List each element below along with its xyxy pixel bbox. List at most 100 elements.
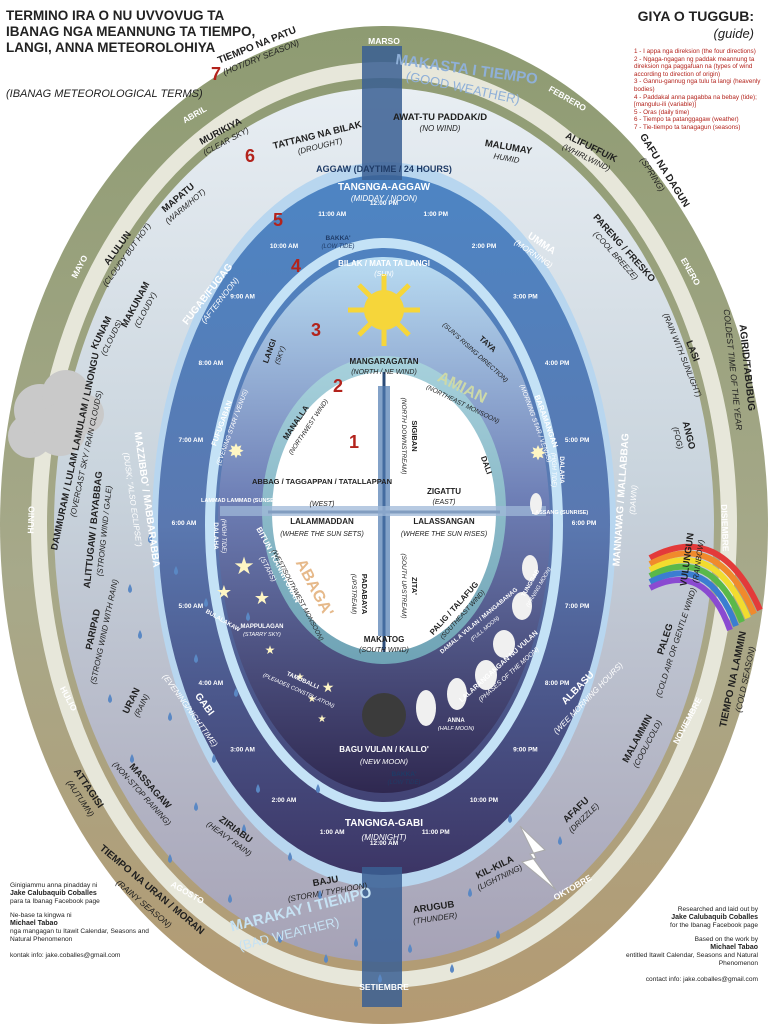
time-label: (MIDNIGHT): [362, 833, 407, 842]
credit-source-author: Michael Tabao: [710, 944, 758, 951]
raindrop-icon: [450, 964, 454, 973]
credit-line: entitled Itawit Calendar, Seasons and Na…: [626, 952, 758, 967]
cloud-icon: [8, 370, 104, 458]
good-weather-divider: [362, 46, 402, 180]
hour-label: 4:00 AM: [198, 680, 223, 687]
hour-label: 9:00 AM: [230, 294, 255, 301]
raindrop-icon: [316, 784, 320, 793]
tide-label: DALAHA: [558, 456, 565, 484]
svg-text:★: ★: [216, 582, 232, 602]
heavenly-label: (NEW MOON): [360, 757, 408, 766]
direction-label: ABBAG / TAGGAPPAN / TATALLAPPAN: [252, 477, 392, 486]
stars-icon: ★ ★ ★ ★ ★ ★ ★ ★ ✸ ✸: [216, 441, 546, 725]
direction-label: (WEST): [310, 501, 335, 508]
credit-contact: contact info: jake.coballes@gmail.com: [645, 976, 758, 983]
hour-label: 3:00 PM: [513, 294, 538, 301]
direction-label: ZITA': [410, 577, 419, 595]
hour-label: 10:00 PM: [470, 797, 498, 804]
hour-label: 5:00 PM: [565, 437, 590, 444]
raindrop-icon: [278, 934, 282, 943]
raindrop-icon: [194, 654, 198, 663]
svg-text:★: ★: [265, 643, 276, 657]
raindrop-icon: [408, 944, 412, 953]
page-subtitle: (IBANAG METEOROLOGICAL TERMS): [6, 88, 203, 100]
svg-text:★: ★: [254, 588, 270, 608]
wind-label: MAKATOG: [364, 635, 405, 644]
guide-number: 3: [311, 320, 321, 340]
credit-source-author: Michael Tabao: [10, 920, 58, 927]
raindrop-icon: [318, 890, 322, 899]
hour-label: 3:00 AM: [230, 746, 255, 753]
hour-label: 2:00 PM: [472, 243, 497, 250]
svg-text:★: ★: [318, 714, 327, 725]
guide-number: 5: [273, 210, 283, 230]
credit-contact: kontak info: jake.coballes@gmail.com: [10, 952, 121, 959]
tide-label: BAKKA': [391, 771, 416, 778]
hour-label: 8:00 PM: [545, 680, 570, 687]
raindrop-icon: [246, 612, 250, 621]
hour-label: 7:00 AM: [178, 437, 203, 444]
raindrop-icon: [130, 754, 134, 763]
raindrop-icon: [108, 694, 112, 703]
guide-item: 3 - Gannu-gannug nga tulu ta langi (heav…: [634, 78, 761, 93]
heavenly-label: (SUN): [374, 271, 393, 278]
raindrop-icon: [174, 566, 178, 575]
raindrop-icon: [212, 754, 216, 763]
heavenly-label: MAPPULAGAN: [241, 624, 284, 630]
tide-ring: [205, 238, 563, 812]
raindrop-icon: [234, 688, 238, 697]
hour-label: 1:00 AM: [320, 829, 345, 836]
tide-label: DALAHA: [212, 522, 219, 550]
direction-label: (WHERE THE SUN RISES): [401, 531, 487, 538]
tide-label: (HIGH TIDE): [220, 519, 226, 553]
credit-left: Ginigiammu anna pinadday ni Jake Calubaq…: [10, 882, 160, 960]
guide-item: 5 - Oras (daily time): [634, 108, 690, 116]
direction-label: (SOUTH UPSTREAM): [400, 554, 407, 619]
wind-label: (NORTH / NE WIND): [351, 369, 417, 376]
raindrop-icon: [496, 930, 500, 939]
raindrop-icon: [194, 802, 198, 811]
direction-label: SIGIBAN: [410, 420, 419, 451]
svg-text:★: ★: [322, 679, 335, 695]
hour-label: 4:00 PM: [545, 360, 570, 367]
waning-moon-icon: [522, 555, 538, 581]
svg-text:✸: ✸: [530, 443, 547, 465]
wind-label: MANGARAGATAN: [349, 357, 418, 366]
direction-label: (WHERE THE SUN SETS): [280, 531, 364, 538]
direction-label: LALAMMADDAN: [290, 517, 354, 526]
heavenly-label: (STARRY SKY): [243, 632, 281, 638]
guide-number: 6: [245, 146, 255, 166]
credit-line: nga mangagan tu Itawit Calendar, Seasons…: [10, 928, 149, 943]
hour-label: 8:00 AM: [198, 360, 223, 367]
raindrop-icon: [204, 598, 208, 607]
rain-drops: [108, 534, 562, 983]
direction-label: PADABAYA: [360, 574, 369, 615]
time-label: TANGNGA-AGGAW: [338, 182, 431, 193]
guide-item: 6 - Tiempo ta patanggagaw (weather): [634, 116, 739, 124]
tide-label: (LOW TIDE): [322, 244, 355, 250]
hour-label: 9:00 PM: [513, 746, 538, 753]
month-label: MARSO: [368, 36, 400, 46]
full-moon-icon: [493, 630, 515, 658]
moon-phases: [362, 493, 542, 737]
credit-line: para ta Ibanag Facebook page: [10, 898, 100, 905]
sun-icon: [348, 274, 420, 346]
guide-item: 1 - I appa nga direksion (the four direc…: [634, 48, 756, 55]
new-moon-icon: [362, 693, 406, 737]
hour-label: 12:00 AM: [370, 840, 398, 847]
credit-right: Researched and laid out by Jake Calubaqu…: [598, 906, 758, 984]
compass-lines: [220, 372, 546, 652]
time-label: (DAWN): [628, 484, 639, 515]
credit-line: Ginigiammu anna pinadday ni: [10, 882, 98, 889]
hour-label: 7:00 PM: [565, 603, 590, 610]
time-label: TANGNGA-GABI: [345, 818, 423, 829]
page-title: TERMINO IRA O NU UVVOVUG TA IBANAG NGA M…: [6, 8, 256, 55]
direction-label: (EAST): [433, 499, 456, 506]
guide-item: 7 - Tie-tiempo ta tanagagun (seasons): [634, 123, 741, 131]
direction-label: ZIGATTU: [427, 487, 461, 496]
credit-author: Jake Calubaquib Coballes: [671, 914, 758, 921]
raindrop-icon: [288, 852, 292, 861]
svg-text:★: ★: [233, 553, 255, 580]
